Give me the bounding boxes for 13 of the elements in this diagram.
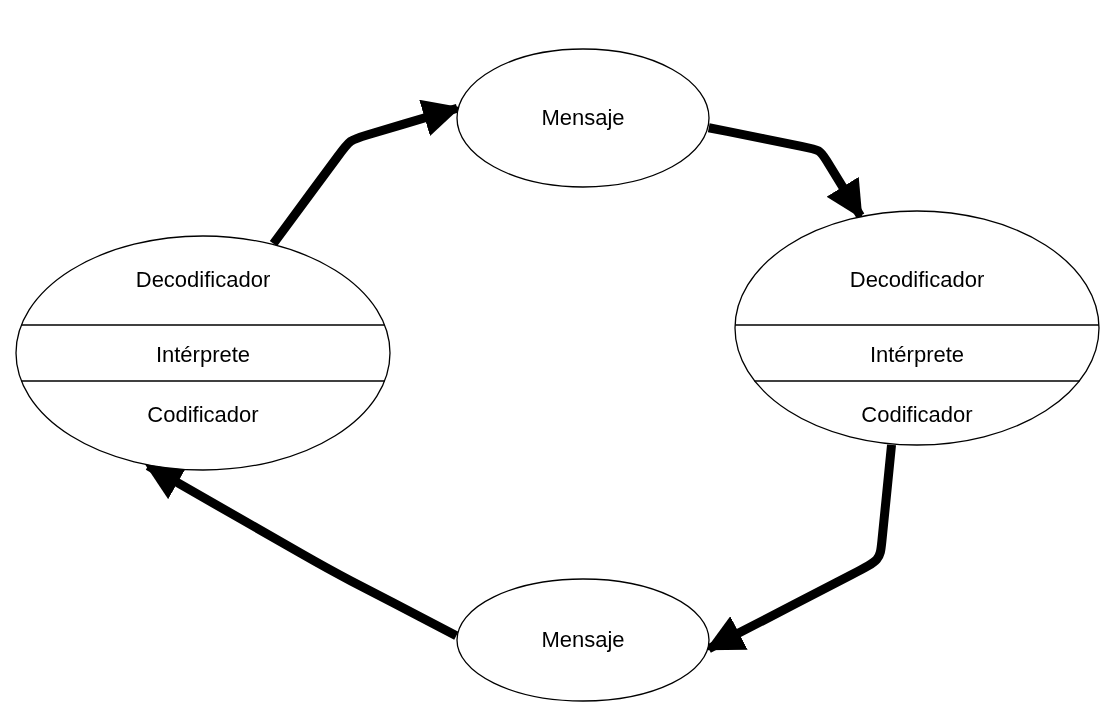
ellipse-node [734, 210, 1100, 446]
node-label: Mensaje [541, 627, 625, 653]
node-label: Codificador [861, 402, 973, 428]
curved-arrow [707, 123, 865, 219]
node-label: Decodificador [849, 267, 985, 293]
node-label: Intérprete [155, 342, 251, 368]
node-label: Codificador [147, 402, 259, 428]
ellipse-node [456, 578, 710, 702]
node-label: Intérprete [869, 342, 965, 368]
ellipse-node [15, 235, 391, 471]
node-label: Decodificador [135, 267, 271, 293]
ellipse-node [456, 48, 710, 188]
node-label: Mensaje [541, 105, 625, 131]
